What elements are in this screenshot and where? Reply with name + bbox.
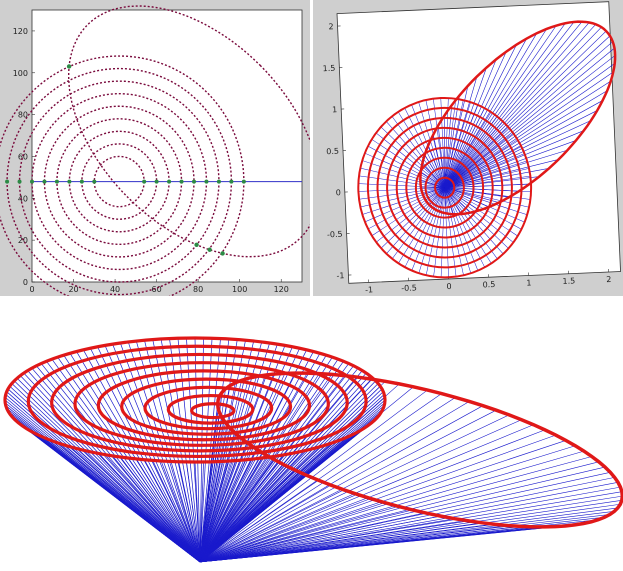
intersection-point xyxy=(92,180,96,184)
cone-ring xyxy=(192,404,234,418)
intersection-point xyxy=(18,180,22,184)
intersection-point xyxy=(167,180,171,184)
x-tick-label: 60 xyxy=(152,285,162,294)
cone-spoke xyxy=(12,384,200,562)
cone-spoke xyxy=(200,526,508,562)
cone-spoke xyxy=(14,381,200,562)
x-tick-label: -1 xyxy=(365,285,373,294)
xy-plot-spokes: -1 -0.5 0 0.5 1 1.5 2 -1 -0.5 0 0.5 1 1.5 2 xyxy=(313,0,623,296)
y-tick-label: 1.5 xyxy=(322,64,335,74)
y-tick-label: 0 xyxy=(23,278,28,287)
intersection-point xyxy=(5,180,9,184)
cone-spoke xyxy=(6,394,200,562)
intersection-point xyxy=(155,180,159,184)
x-tick-label: 1 xyxy=(526,278,531,287)
y-tick-label: 1 xyxy=(332,105,337,114)
intersection-point xyxy=(242,180,246,184)
x-tick-label: 20 xyxy=(68,285,78,294)
x-tick-label: 0.5 xyxy=(482,280,495,290)
x-tick-label: 80 xyxy=(193,285,203,294)
cone-spoke xyxy=(32,368,200,562)
y-tick-label: 0.5 xyxy=(326,147,339,157)
y-tick-label: 20 xyxy=(18,236,28,245)
y-tick-label: 2 xyxy=(328,22,333,31)
intersection-point xyxy=(55,180,59,184)
y-tick-label: 40 xyxy=(18,194,28,203)
y-tick-label: 120 xyxy=(13,27,28,36)
x-tick-label: 1.5 xyxy=(562,276,575,286)
intersection-point xyxy=(42,180,46,184)
intersection-point xyxy=(142,180,146,184)
x-tick-label: 120 xyxy=(274,285,289,294)
x-tick-label: -0.5 xyxy=(401,283,417,293)
intersection-point xyxy=(80,180,84,184)
intersection-point xyxy=(220,251,224,255)
x-tick-label: 100 xyxy=(232,285,247,294)
intersection-point xyxy=(229,180,233,184)
intersection-point xyxy=(192,180,196,184)
3d-cone-plot xyxy=(0,300,623,567)
x-tick-label: 0 xyxy=(446,282,451,291)
y-tick-label: 0 xyxy=(336,188,341,197)
x-tick-label: 40 xyxy=(110,285,120,294)
intersection-point xyxy=(180,180,184,184)
x-tick-label: 0 xyxy=(29,285,34,294)
y-tick-label: -1 xyxy=(336,271,344,280)
intersection-point xyxy=(30,180,34,184)
intersection-point xyxy=(217,180,221,184)
plot2-svg: -1 -0.5 0 0.5 1 1.5 2 -1 -0.5 0 0.5 1 1.5 2 xyxy=(313,0,623,296)
y-tick-label: -0.5 xyxy=(327,230,343,240)
intersection-point xyxy=(194,243,198,247)
intersection-point xyxy=(67,64,71,68)
intersection-point xyxy=(67,180,71,184)
rotated-axes: -1 -0.5 0 0.5 1 1.5 2 -1 -0.5 0 0.5 1 1.5 2 xyxy=(317,2,623,296)
intersection-point xyxy=(204,180,208,184)
x-tick-label: 2 xyxy=(606,275,611,284)
y-tick-label: 100 xyxy=(13,69,28,78)
cone-spoke xyxy=(113,344,200,562)
plot3-svg xyxy=(0,300,623,567)
cone-spoke xyxy=(200,482,618,562)
intersection-point xyxy=(207,248,211,252)
